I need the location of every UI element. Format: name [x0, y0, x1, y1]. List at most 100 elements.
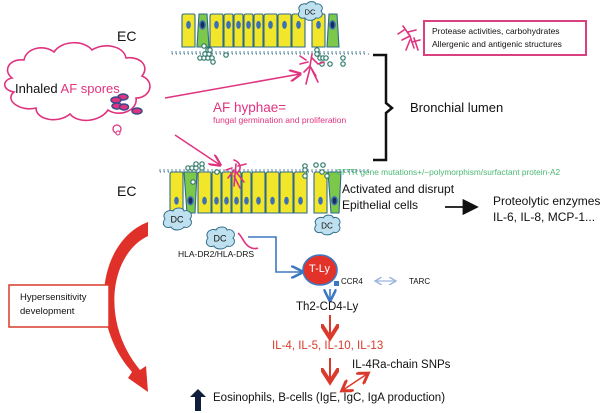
mucus-droplet — [320, 162, 326, 168]
af-spores — [110, 93, 143, 115]
nucleus — [244, 196, 249, 205]
dc-body — [297, 1, 323, 21]
bottom-epithelium — [159, 161, 372, 214]
ccr4-label: CCR4 — [341, 277, 363, 286]
epithelial-cell — [221, 171, 232, 214]
nucleus — [224, 196, 229, 205]
hypersensitivity-line2: development — [20, 306, 75, 317]
af-hyphae-label: AF hyphae= — [213, 100, 287, 115]
dc-label: DC — [171, 215, 184, 225]
hyphae-icon — [225, 159, 247, 189]
mucus-droplet — [319, 169, 325, 175]
tarc-label: TARC — [409, 277, 431, 286]
ec-label-top: EC — [117, 28, 137, 44]
activated-line1: Activated and disrupt — [342, 182, 455, 196]
nucleus — [284, 196, 289, 205]
mucus-droplet — [199, 165, 205, 171]
protease-line1: Protease activities, carbohydrates — [432, 26, 560, 36]
nucleus — [256, 20, 261, 29]
epithelial-cell — [169, 171, 184, 214]
mucus-droplet — [327, 61, 333, 67]
nucleus — [187, 195, 194, 206]
proteolytic-line2: IL-6, IL-8, MCP-1... — [493, 210, 596, 224]
ec-label-bottom: EC — [117, 183, 137, 199]
mucus-droplet — [190, 179, 196, 185]
epithelial-cell — [243, 13, 254, 48]
epithelial-cell — [265, 171, 280, 214]
dc-label: DC — [321, 222, 333, 231]
hypersensitivity-line1: Hypersensitivity — [20, 292, 87, 303]
epithelial-cell — [181, 13, 196, 48]
arrow-snps-eosinophils — [343, 374, 367, 390]
dendritic-cell: DC — [314, 214, 341, 236]
nucleus — [236, 20, 241, 29]
nucleus — [329, 20, 336, 30]
mucus-droplet — [207, 47, 213, 53]
mucus-droplet — [314, 51, 320, 57]
nucleus — [202, 196, 207, 205]
nucleus — [318, 196, 323, 205]
dc-label: DC — [214, 234, 227, 244]
epithelial-cell — [253, 13, 264, 48]
dendritic-cell: DC — [205, 226, 235, 250]
arrow-to-top-epithelium — [164, 74, 300, 99]
hypersensitivity-box — [8, 284, 110, 328]
goblet-cell — [196, 13, 210, 48]
goblet-cell — [183, 171, 198, 214]
dendritic-cell: DC — [162, 207, 192, 231]
inhaled-prefix: Inhaled — [15, 81, 61, 96]
mucus-droplet — [302, 167, 308, 173]
nucleus — [270, 196, 275, 205]
epithelial-cell — [209, 13, 224, 48]
mucus-droplet — [324, 173, 330, 179]
hyphae-icon — [299, 53, 325, 85]
hla-label: HLA-DR2/HLA-DRS — [178, 249, 255, 259]
proteolytic-line1: Proteolytic enzymes — [493, 194, 601, 208]
dc-body — [314, 214, 341, 236]
nucleus — [256, 196, 261, 205]
epithelial-cell — [277, 13, 292, 48]
mucus-droplet — [210, 59, 216, 65]
mucus-droplet — [323, 55, 329, 61]
cloud-curl — [115, 130, 121, 136]
mucus-droplet — [340, 61, 346, 67]
nucleus — [296, 20, 301, 29]
protease-line2: Allergenic and antigenic structures — [432, 39, 562, 49]
arrow-to-bottom-epithelium — [174, 134, 220, 165]
mucus-droplet — [214, 169, 220, 175]
mucus-droplet — [193, 161, 199, 167]
dendritic-cell: DC — [297, 1, 323, 21]
cftr-label: CFTR gene mutations+/−polymorphism/surfa… — [336, 167, 561, 177]
epithelial-cell — [279, 171, 294, 214]
t-lymphocyte-cell — [302, 254, 338, 286]
epithelial-cell — [313, 171, 328, 214]
bronchial-lumen-brace — [373, 53, 394, 162]
hla-antigen-hook — [237, 232, 259, 250]
epithelial-cell — [291, 13, 306, 48]
mucus-droplet — [313, 162, 319, 168]
af-spores-text: AF spores — [60, 81, 120, 96]
top-epithelium — [171, 13, 370, 67]
interleukins-label: IL-4, IL-5, IL-10, IL-13 — [272, 340, 384, 352]
epithelial-cell — [233, 13, 244, 48]
nucleus — [316, 20, 321, 29]
hypersensitivity-arc-arrow — [103, 222, 148, 392]
dc-body — [162, 207, 192, 231]
bronchial-lumen-label: Bronchial lumen — [410, 100, 504, 115]
nucleus — [214, 20, 219, 29]
arrow-dc-to-tly — [248, 236, 302, 272]
epithelial-cell — [241, 171, 252, 214]
activated-line2: Epithelial cells — [342, 198, 419, 212]
epithelial-cell — [197, 171, 212, 214]
epithelial-cell — [223, 13, 234, 48]
increase-arrow-icon — [190, 389, 206, 411]
goblet-cell — [326, 13, 340, 48]
nucleus — [298, 196, 303, 205]
ccr4-receptor — [334, 281, 339, 286]
dc-body — [205, 226, 235, 250]
dc-label: DC — [304, 8, 316, 17]
nucleus — [282, 20, 287, 29]
th2-label: Th2-CD4-Ly — [296, 301, 359, 313]
epithelial-cell — [251, 171, 266, 214]
